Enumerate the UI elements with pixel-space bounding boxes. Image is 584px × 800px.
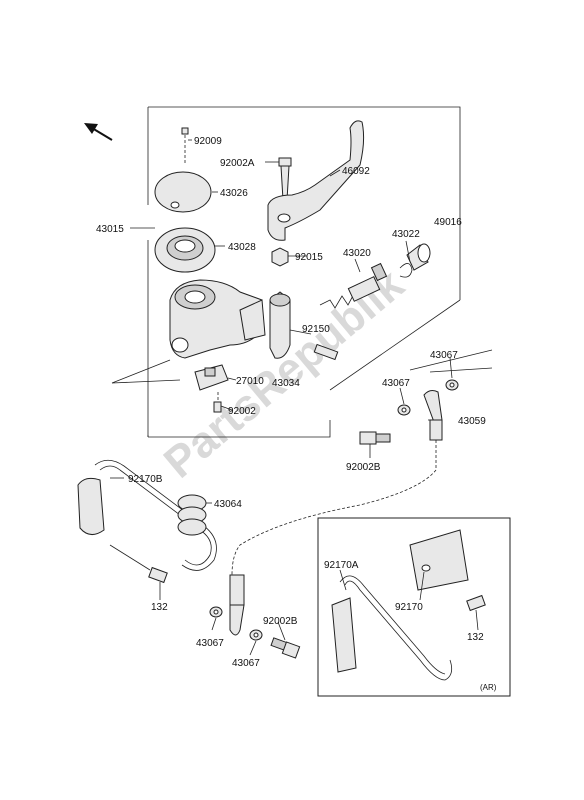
stop-switch-27010 [194,364,229,391]
label-43067-a: 43067 [430,350,458,361]
label-92002B-lower: 92002B [263,616,298,627]
washer-43067-mid [397,404,411,416]
label-43020: 43020 [343,248,371,259]
label-43015: 43015 [96,224,124,235]
label-49016: 49016 [434,217,462,228]
brake-lever-46092 [267,120,365,241]
label-92150: 92150 [302,324,330,335]
master-cylinder-body [169,279,266,359]
direction-arrow-icon [84,123,113,141]
label-92002A: 92002A [220,158,255,169]
bolt-92002A [278,157,292,201]
label-43067-d: 43067 [232,658,260,669]
label-43059: 43059 [458,416,486,427]
label-132-right: 132 [467,632,484,643]
label-132-left: 132 [151,602,168,613]
bolt-132-right [466,594,486,612]
piston-43020 [319,262,388,309]
leader-lines [110,139,479,656]
banjo-bolt-92002B-lower [270,637,301,659]
circlip-43022 [399,263,413,278]
bracket-92170A [331,575,453,681]
screw-92009 [181,127,189,165]
screw-92150 [313,343,339,361]
label-43028: 43028 [228,242,256,253]
bracket-92170B [77,459,217,571]
assembly-frame [111,106,493,438]
inset-tag: (AR) [480,683,497,692]
brake-hose [231,469,437,576]
bracket-92170 [409,529,469,591]
banjo-bolt-92002B-top [359,431,391,445]
label-43064: 43064 [214,499,242,510]
label-43067-c: 43067 [196,638,224,649]
grommet-43064 [177,494,207,536]
label-92009: 92009 [194,136,222,147]
reservoir-cap-43026 [154,171,212,213]
brake-hose-fitting-43059 [423,390,443,470]
label-43026: 43026 [220,188,248,199]
label-92170B: 92170B [128,474,163,485]
switch-43034 [269,291,291,359]
screw-92002 [213,392,222,413]
label-43022: 43022 [392,229,420,240]
brake-hose-fitting-lower [229,574,245,636]
label-92002: 92002 [228,406,256,417]
label-27010: 27010 [236,376,264,387]
dust-boot-49016 [406,243,431,271]
washer-43067-lower-left [209,606,223,618]
nut-92015 [271,247,289,267]
label-43034: 43034 [272,378,300,389]
washer-43067-right [445,379,459,391]
bolt-132-left [109,544,168,584]
label-92002B: 92002B [346,462,381,473]
label-46092: 46092 [342,166,370,177]
label-92170A: 92170A [324,560,359,571]
label-92170: 92170 [395,602,423,613]
label-92015: 92015 [295,252,323,263]
diaphragm-43028 [154,227,216,273]
label-43067-b: 43067 [382,378,410,389]
inset-frame [317,517,511,697]
washer-43067-lower-right [249,629,263,641]
